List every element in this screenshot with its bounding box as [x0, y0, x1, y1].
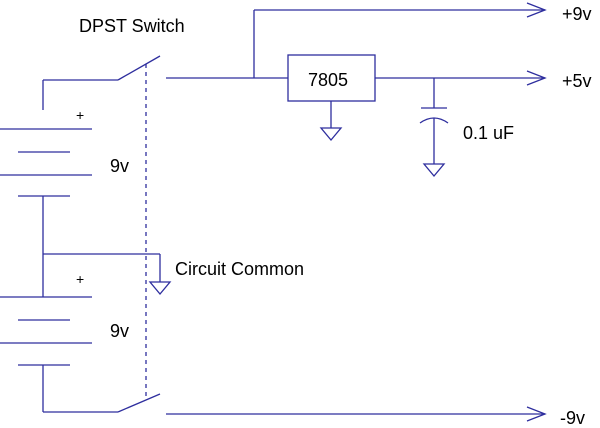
regulator-label: 7805 — [308, 70, 348, 90]
switch-blade-top — [117, 55, 161, 81]
capacitor-label: 0.1 uF — [463, 123, 514, 143]
battery-top-label: 9v — [110, 156, 129, 176]
left-supply-wiring — [42, 79, 160, 413]
ground-symbol-common — [148, 281, 172, 296]
plus5-label: +5v — [562, 71, 592, 91]
battery-top-plus: + — [76, 107, 84, 123]
plus5-output: +5v — [375, 70, 592, 91]
circuit-common-label: Circuit Common — [175, 259, 304, 279]
capacitor: 0.1 uF — [419, 78, 514, 178]
battery-bottom-label: 9v — [110, 321, 129, 341]
circuit-common: Circuit Common — [148, 254, 304, 296]
plus9-label: +9v — [562, 4, 592, 24]
battery-bottom: + 9v — [0, 271, 129, 366]
switch-blade-bottom — [117, 393, 161, 413]
arrow-minus9 — [526, 406, 547, 422]
minus9-output: -9v — [166, 406, 585, 428]
ground-symbol-regulator — [319, 127, 343, 142]
dpst-switch: DPST Switch — [79, 16, 185, 413]
minus9-label: -9v — [560, 408, 585, 428]
regulator-7805: 7805 — [287, 54, 376, 142]
battery-top: + 9v — [0, 107, 129, 197]
plus9-output: +9v — [166, 2, 592, 79]
arrow-plus5 — [526, 70, 547, 86]
switch-label: DPST Switch — [79, 16, 185, 36]
arrow-plus9 — [526, 2, 547, 18]
ground-symbol-capacitor — [422, 163, 446, 178]
battery-bottom-plus: + — [76, 271, 84, 287]
